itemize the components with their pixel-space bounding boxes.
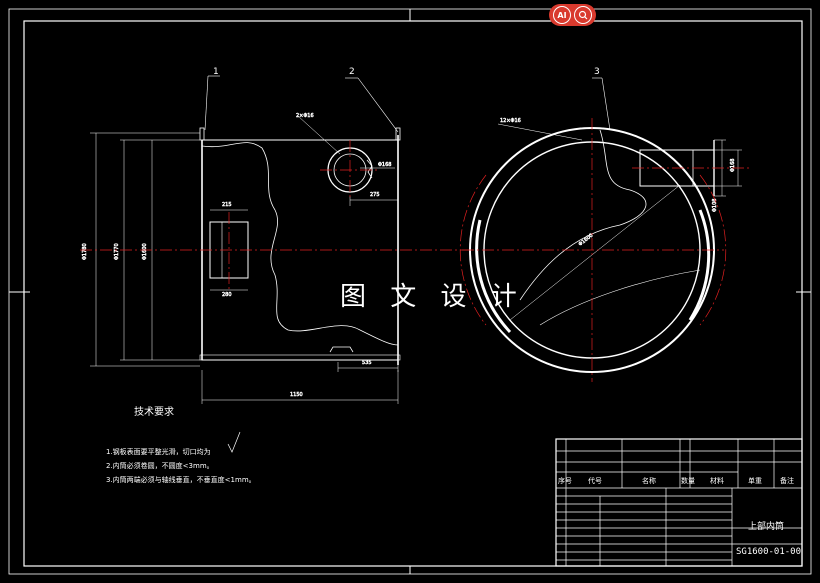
tech-requirements-title: 技术要求 (134, 407, 174, 418)
svg-text:535: 535 (362, 360, 372, 366)
svg-text:215: 215 (222, 202, 232, 208)
header-weight: 单重 (748, 477, 762, 485)
ai-label: AI (557, 10, 567, 20)
svg-text:1150: 1150 (290, 392, 303, 398)
svg-text:2×Φ16: 2×Φ16 (296, 113, 314, 119)
front-view-dimensions: Φ1780 Φ1770 Φ1600 1150 535 275 215 280 2… (82, 113, 399, 404)
front-view (199, 127, 401, 365)
svg-text:Φ1780: Φ1780 (82, 243, 88, 260)
header-code: 代号 (588, 477, 602, 485)
part-label-2: 2 (349, 67, 355, 77)
viewer-toolbar: AI (549, 4, 596, 26)
top-view-centerlines (459, 118, 752, 382)
header-remark: 备注 (780, 477, 794, 485)
header-seq: 序号 (558, 477, 572, 485)
header-name: 名称 (642, 477, 656, 485)
svg-text:Φ1770: Φ1770 (114, 243, 120, 260)
tech-note-1: 1.钢板表面要平整光滑，切口均为 (106, 448, 211, 456)
centering-marks (9, 9, 811, 574)
search-button[interactable] (574, 6, 592, 24)
svg-text:275: 275 (370, 192, 380, 198)
roughness-symbol (227, 431, 241, 453)
part-label-1: 1 (213, 67, 219, 77)
front-view-centerlines (80, 140, 470, 290)
part-label-3: 3 (594, 67, 600, 77)
drawing-name: 上部内筒 (748, 522, 785, 532)
svg-text:280: 280 (222, 292, 232, 298)
leader-lines (204, 75, 611, 133)
svg-text:12×Φ16: 12×Φ16 (500, 118, 521, 124)
watermark: 图 文 设 计 (340, 282, 525, 312)
viewer-toolbar-pill: AI (549, 4, 596, 26)
ai-button[interactable]: AI (553, 6, 571, 24)
break-line (201, 142, 399, 346)
svg-text:Φ1600: Φ1600 (142, 243, 148, 260)
title-block (555, 438, 803, 567)
tech-note-3: 3.内筒两端必须与轴线垂直，不垂直度<1mm。 (106, 476, 256, 484)
tech-note-2: 2.内筒必须卷圆，不圆度<3mm。 (106, 462, 214, 470)
header-qty: 数量 (681, 477, 695, 485)
svg-text:Φ168: Φ168 (378, 162, 391, 168)
search-icon (578, 10, 588, 20)
drawing-number: SG1600-01-00 (736, 547, 802, 557)
svg-text:Φ108: Φ108 (712, 199, 718, 212)
header-material: 材料 (710, 477, 724, 485)
svg-text:Φ168: Φ168 (730, 159, 736, 172)
